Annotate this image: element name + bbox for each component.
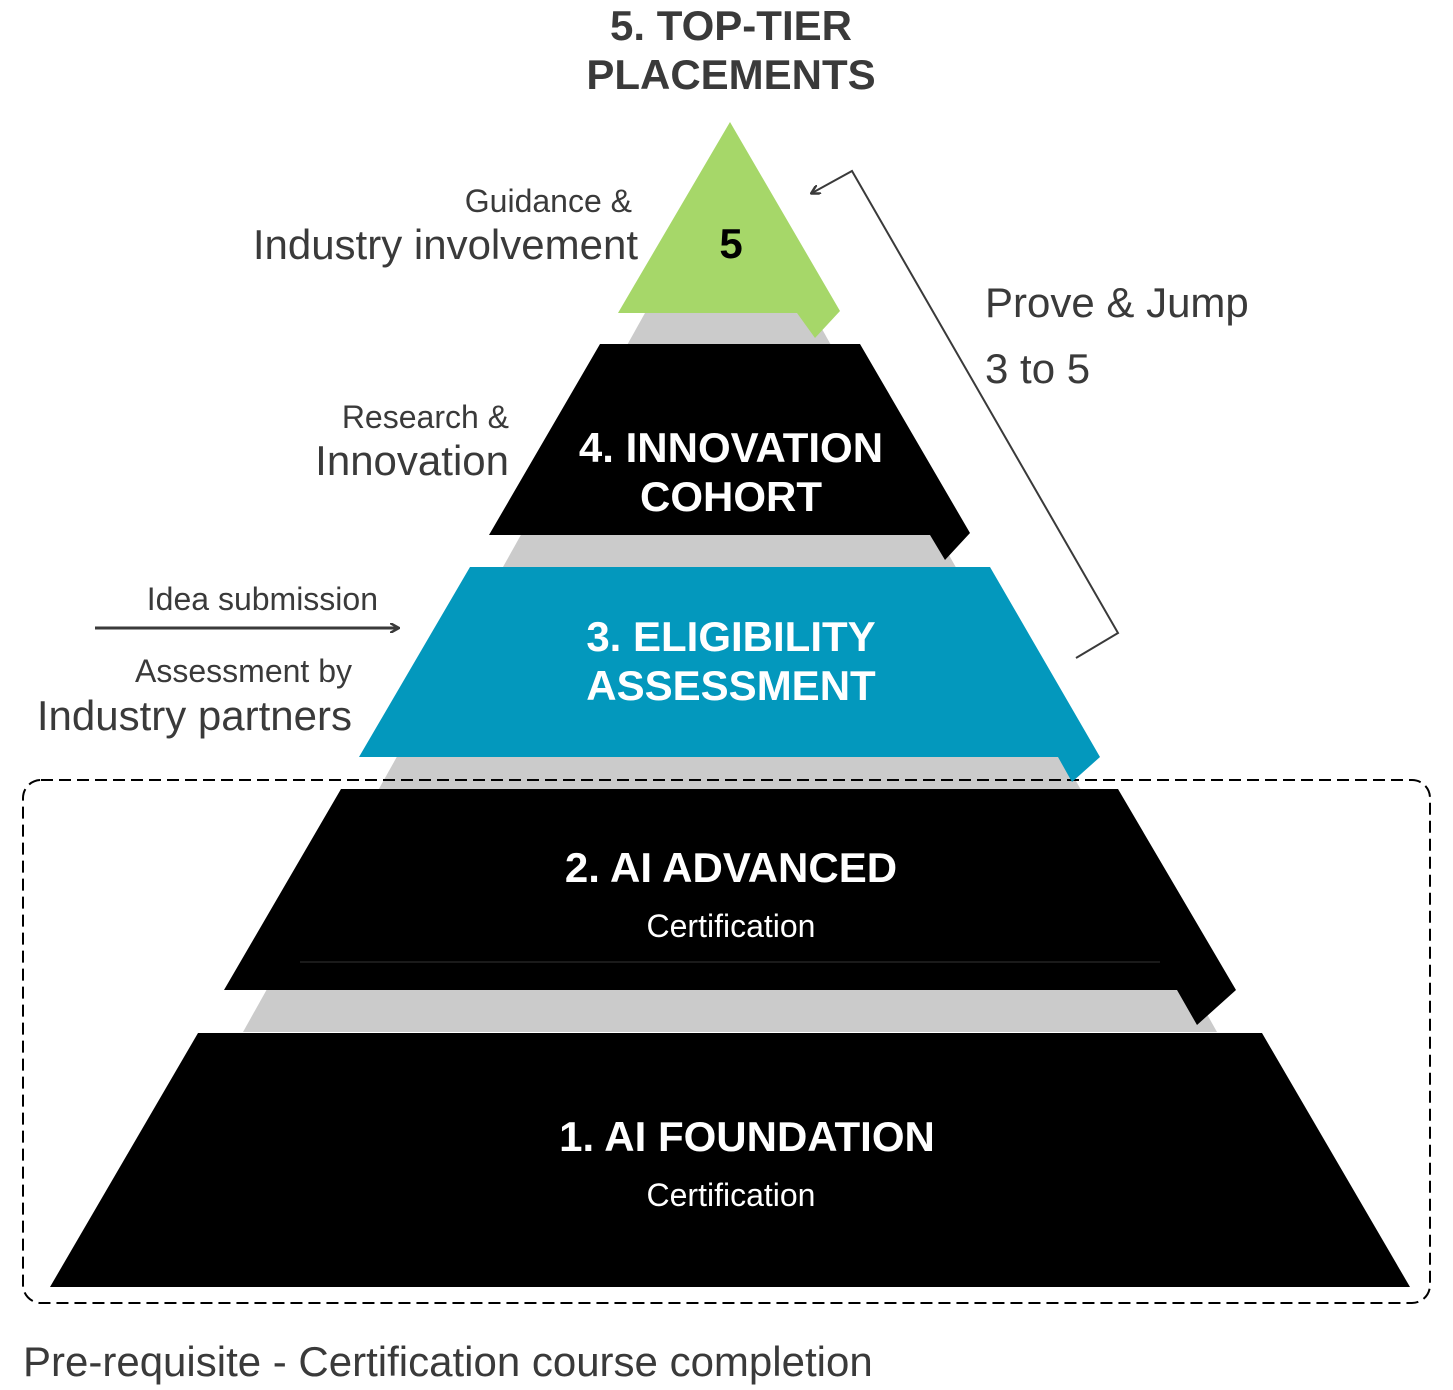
tier-1-subtitle: Certification <box>647 1177 816 1213</box>
tier-5-triangle <box>618 122 840 338</box>
assessment-label-small: Assessment by <box>135 653 352 689</box>
tier-5-number: 5 <box>719 220 742 267</box>
tier-4-title-line1: 4. INNOVATION <box>579 424 883 471</box>
prerequisite-box <box>22 779 1431 1304</box>
tier-1-band <box>50 1033 1410 1287</box>
jump-label-line1: Prove & Jump <box>985 279 1249 326</box>
guidance-label-big: Industry involvement <box>253 221 639 268</box>
footer-note: Pre-requisite - Certification course com… <box>23 1338 873 1385</box>
assessment-label-big: Industry partners <box>37 692 352 739</box>
tier-2-subtitle: Certification <box>647 908 816 944</box>
research-label-small: Research & <box>342 399 509 435</box>
jump-arrow-icon <box>812 169 1120 659</box>
tier-1-title: 1. AI FOUNDATION <box>559 1113 935 1160</box>
tier-2-title: 2. AI ADVANCED <box>565 844 897 891</box>
guidance-label-small: Guidance & <box>465 183 632 219</box>
tier-3-title-line1: 3. ELIGIBILITY <box>586 613 875 660</box>
jump-label-line2: 3 to 5 <box>985 345 1090 392</box>
tier-3-band <box>359 567 1100 782</box>
tier-2-band <box>224 789 1236 1025</box>
tier-3-title-line2: ASSESSMENT <box>586 662 876 709</box>
tier-4-title-line2: COHORT <box>640 473 822 520</box>
top-title-line1: 5. TOP-TIER <box>610 2 852 49</box>
top-title-line2: PLACEMENTS <box>586 51 875 98</box>
research-label-big: Innovation <box>315 437 509 484</box>
tier-4-band <box>489 344 970 560</box>
idea-submission-label: Idea submission <box>147 581 378 617</box>
